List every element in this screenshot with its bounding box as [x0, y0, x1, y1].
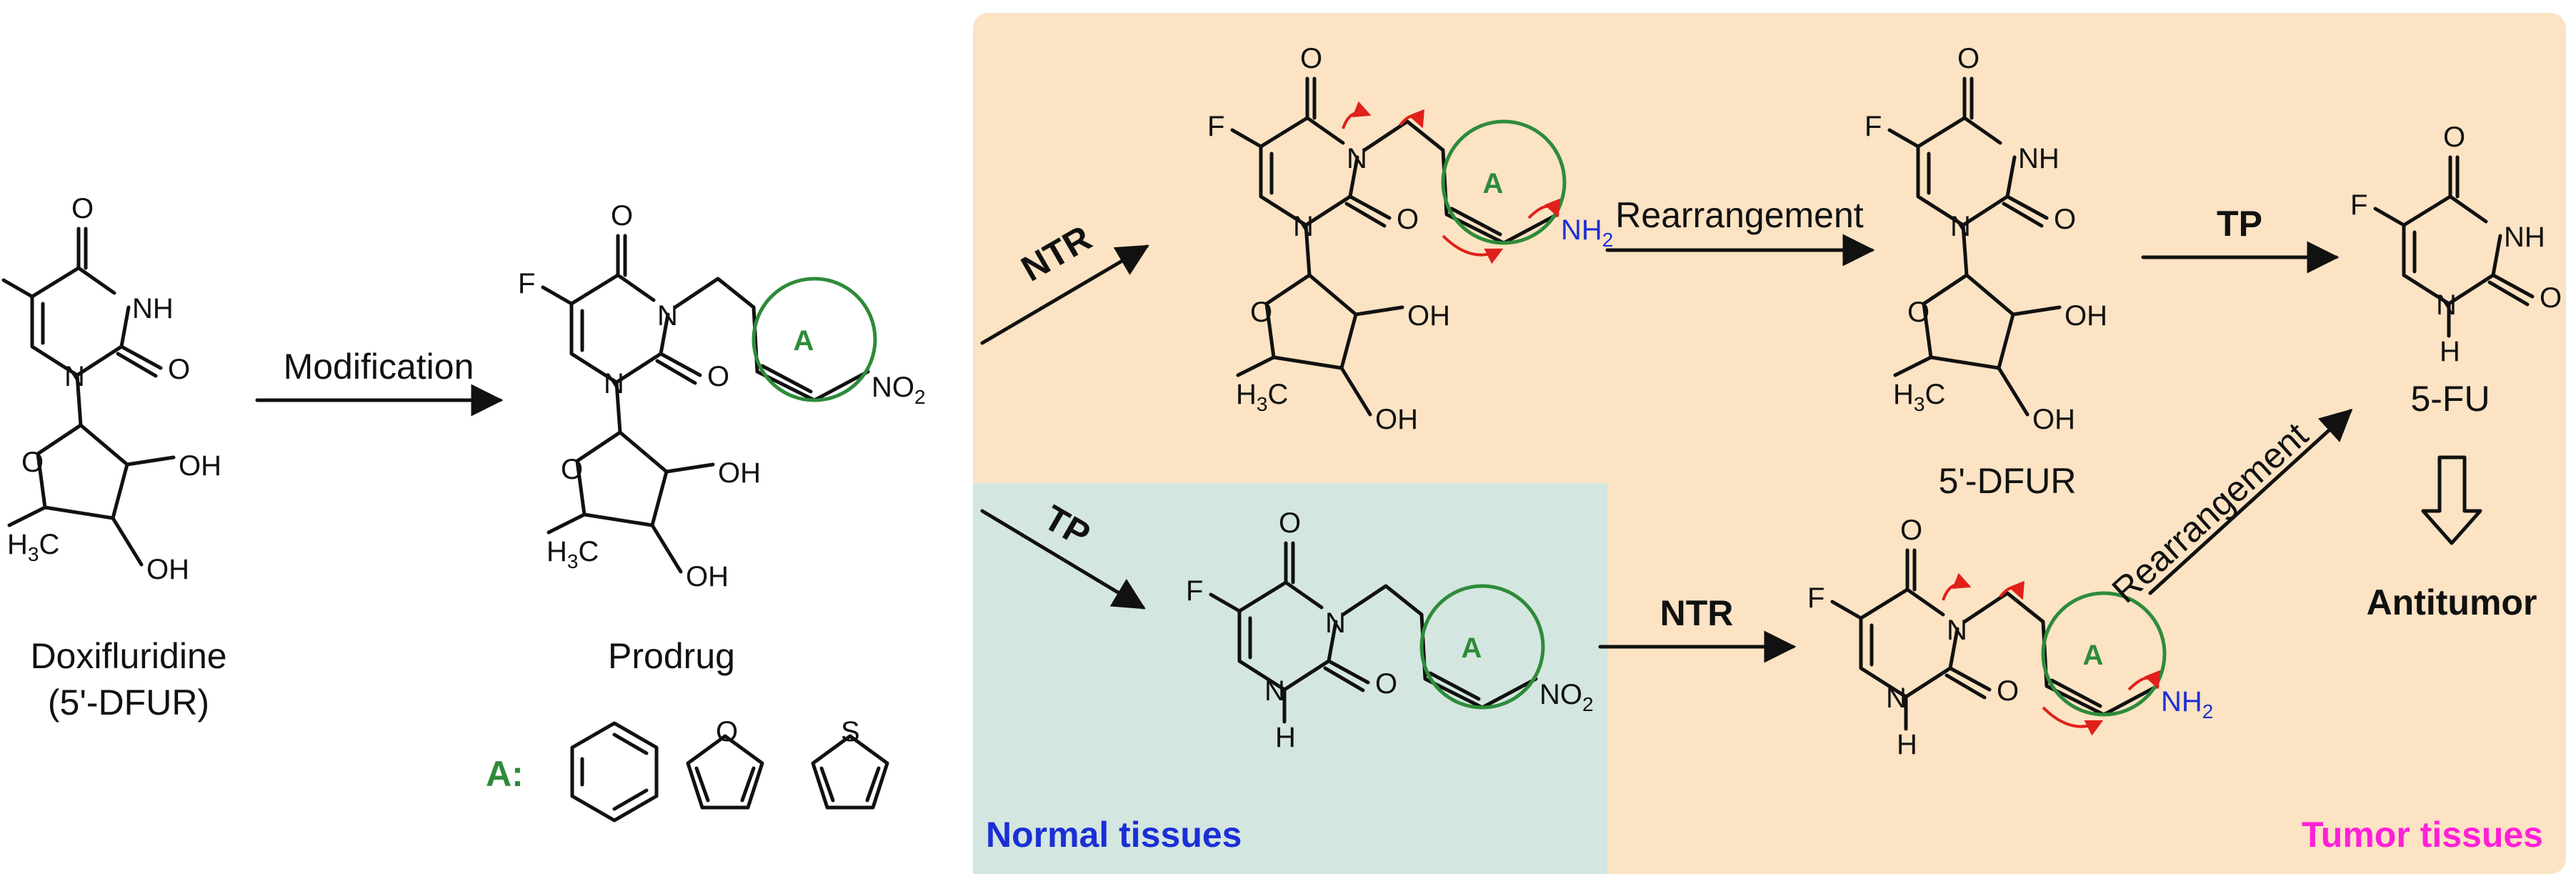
thiophene-ring: S — [811, 716, 889, 810]
modification-label: Modification — [284, 347, 474, 387]
svg-text:O: O — [1250, 297, 1272, 328]
svg-text:F: F — [1864, 111, 1882, 142]
svg-text:F: F — [1186, 575, 1203, 607]
fu-structure: F O NH O N H — [2350, 121, 2562, 367]
svg-text:O: O — [1907, 297, 1929, 328]
ntr-arrow-upper — [980, 244, 1149, 345]
svg-text:F: F — [1807, 582, 1824, 614]
svg-text:O: O — [1279, 507, 1301, 539]
svg-text:OH: OH — [146, 554, 189, 585]
ntr-intermediate-structure: F O N O N A NH2 O OH OH H3C — [1207, 43, 1613, 435]
rearrangement-arrow-lower — [2148, 408, 2353, 595]
svg-text:O: O — [2540, 282, 2562, 314]
svg-text:OH: OH — [718, 457, 761, 489]
svg-text:N: N — [1293, 211, 1314, 242]
svg-text:O: O — [2443, 121, 2465, 153]
ring-legend-label: A: — [486, 754, 524, 794]
svg-text:O: O — [1375, 668, 1397, 700]
svg-text:N: N — [604, 368, 624, 399]
svg-text:N: N — [64, 361, 85, 392]
svg-text:H3C: H3C — [7, 529, 59, 565]
dfur-name: 5'-DFUR — [1939, 461, 2077, 501]
antitumor-arrow — [2421, 455, 2482, 545]
rearrangement-label-upper: Rearrangement — [1615, 195, 1864, 235]
svg-text:OH: OH — [686, 561, 729, 592]
svg-text:O: O — [1397, 204, 1419, 235]
svg-text:H: H — [1275, 722, 1296, 753]
svg-text:F: F — [518, 268, 535, 299]
svg-text:H3C: H3C — [1893, 379, 1945, 415]
svg-text:NH: NH — [2018, 143, 2060, 174]
svg-text:O: O — [168, 354, 190, 385]
svg-text:A: A — [1483, 168, 1504, 199]
svg-text:F: F — [2350, 189, 2367, 221]
svg-text:NH2: NH2 — [2161, 686, 2213, 722]
tp-label-upper: TP — [2217, 204, 2262, 244]
svg-text:N: N — [1264, 675, 1285, 707]
doxifluridine-abbr: (5'-DFUR) — [48, 682, 209, 722]
svg-text:OH: OH — [179, 450, 221, 482]
svg-text:H3C: H3C — [1236, 379, 1288, 415]
svg-text:H: H — [2440, 336, 2460, 367]
svg-text:O: O — [716, 716, 738, 748]
fu-name: 5-FU — [2410, 379, 2490, 419]
svg-text:A: A — [2083, 640, 2104, 671]
prodrug-name: Prodrug — [608, 636, 735, 676]
doxifluridine-structure: F O NH O N O OH OH H3C — [0, 193, 221, 585]
svg-text:OH: OH — [2065, 300, 2107, 332]
ntr-label-lower: NTR — [1660, 593, 1734, 633]
tp-product-structure: F O N O N H A NO2 — [1186, 507, 1594, 753]
svg-text:NH: NH — [2504, 222, 2545, 253]
svg-text:N: N — [1947, 615, 1967, 646]
furan-ring: O — [686, 716, 764, 810]
svg-text:H: H — [1897, 729, 1917, 760]
svg-text:O: O — [1300, 43, 1322, 74]
svg-text:NH: NH — [132, 293, 174, 324]
benzene-ring — [570, 721, 659, 823]
svg-text:O: O — [2054, 204, 2076, 235]
svg-text:N: N — [657, 300, 678, 332]
doxifluridine-name: Doxifluridine — [30, 636, 226, 676]
svg-text:A: A — [794, 325, 814, 357]
prodrug-structure: F O N O N A NO2 O OH OH H3C — [518, 200, 926, 592]
svg-text:S: S — [841, 716, 860, 748]
svg-text:OH: OH — [2032, 404, 2075, 435]
ntr-product-structure: F O N O N H A NH2 — [1807, 515, 2213, 760]
svg-text:O: O — [1997, 675, 2019, 707]
svg-text:N: N — [1886, 682, 1907, 714]
svg-text:NH2: NH2 — [1561, 214, 1613, 251]
svg-text:N: N — [1347, 143, 1367, 174]
svg-text:N: N — [2436, 289, 2457, 321]
tumor-tissues-title: Tumor tissues — [2302, 815, 2543, 855]
svg-text:N: N — [1325, 607, 1346, 639]
normal-region — [973, 483, 1607, 874]
svg-text:O: O — [707, 361, 729, 392]
dfur-structure: F O NH O N O OH OH H3C — [1864, 43, 2107, 435]
svg-text:O: O — [71, 193, 94, 224]
svg-text:N: N — [1950, 211, 1971, 242]
svg-text:O: O — [1900, 515, 1922, 546]
tp-arrow-lower — [980, 509, 1146, 610]
svg-text:O: O — [561, 454, 583, 485]
svg-text:A: A — [1462, 632, 1482, 664]
svg-text:OH: OH — [1407, 300, 1450, 332]
svg-text:O: O — [1957, 43, 1980, 74]
svg-text:H3C: H3C — [546, 536, 599, 572]
svg-text:NO2: NO2 — [1539, 679, 1594, 715]
svg-text:OH: OH — [1375, 404, 1418, 435]
svg-text:F: F — [1207, 111, 1224, 142]
svg-text:NO2: NO2 — [872, 372, 926, 408]
svg-text:O: O — [21, 447, 44, 478]
antitumor-label: Antitumor — [2367, 582, 2537, 622]
normal-tissues-title: Normal tissues — [986, 815, 1242, 855]
svg-text:O: O — [611, 200, 633, 232]
